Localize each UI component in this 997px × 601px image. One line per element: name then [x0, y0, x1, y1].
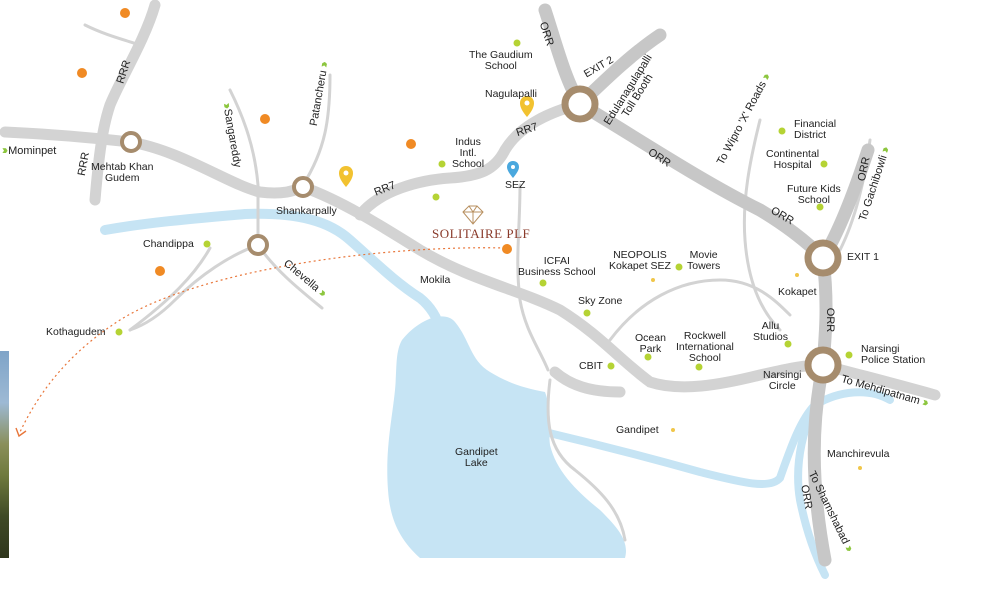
- road-rr7: [354, 98, 586, 221]
- road-chandippa-west: [128, 243, 260, 332]
- road-rrr: [89, 0, 161, 206]
- orange-dot: [406, 139, 416, 149]
- green-dot: [115, 328, 123, 336]
- chevron-icon: ›››: [2, 143, 8, 157]
- orr-main: [573, 97, 830, 265]
- place-kothagudem: Kothagudem: [46, 326, 106, 338]
- road-wipro: [742, 118, 782, 332]
- junction-exit1: [804, 239, 842, 277]
- orange-dot: [155, 266, 165, 276]
- road-top-left: [83, 23, 142, 47]
- place-icfai: ICFAI Business School: [518, 255, 596, 278]
- orange-dot: [77, 68, 87, 78]
- junction-chandippa: [247, 234, 269, 256]
- place-mokila: Mokila: [420, 274, 451, 286]
- green-dot: [513, 39, 521, 47]
- place-movie: Movie Towers: [687, 249, 721, 272]
- green-dot: [778, 127, 786, 135]
- route-dashed-line: [19, 247, 506, 433]
- green-dot: [539, 279, 547, 287]
- place-shankarpally: Shankarpally: [276, 205, 337, 217]
- photo-strip: [0, 351, 9, 558]
- green-dot: [432, 193, 440, 201]
- green-dot: [607, 362, 615, 370]
- route-arrow: [15, 427, 27, 438]
- place-gandipet-lake: Gandipet Lake: [455, 446, 498, 469]
- exit-1-label: EXIT 1: [847, 251, 879, 263]
- green-dot: [695, 363, 703, 371]
- place-kokapet: Kokapet: [778, 286, 817, 298]
- green-dot: [644, 353, 652, 361]
- place-sez: SEZ: [505, 179, 526, 191]
- place-mehtab: Mehtab Khan Gudem: [91, 161, 154, 184]
- road-kothagudem: [128, 246, 212, 332]
- place-manchirevula: Manchirevula: [827, 448, 890, 460]
- pin-yellow-icon: [339, 166, 353, 187]
- place-rockwell: Rockwell International School: [676, 330, 734, 364]
- place-cbit: CBIT: [579, 360, 603, 372]
- place-gandipet: Gandipet: [616, 424, 659, 436]
- place-future-kids: Future Kids School: [787, 183, 841, 206]
- place-indus: Indus Intl. School: [452, 136, 485, 170]
- place-continental: Continental Hospital: [766, 148, 820, 171]
- green-dot: [438, 160, 446, 168]
- road-patancheru: [301, 73, 332, 187]
- yellow-dot: [858, 466, 862, 470]
- junction-narsingi: [804, 346, 842, 384]
- direction-mominpet: ››› Mominpet: [2, 143, 57, 157]
- place-gaudium: The Gaudium School: [469, 49, 533, 72]
- place-financial: Financial District: [794, 118, 837, 141]
- place-allu: Allu Studios: [753, 320, 789, 343]
- green-dot: [675, 263, 683, 271]
- road-label-orr-south: ORR: [824, 307, 837, 333]
- green-dot: [816, 203, 824, 211]
- road-shankarpally-cbit: [297, 181, 829, 393]
- yellow-dot: [671, 428, 675, 432]
- place-narsingi-police: Narsingi Police Station: [861, 343, 926, 366]
- river-east: [541, 388, 894, 488]
- road-mominpet: [0, 126, 309, 199]
- gandipet-lake: [387, 316, 626, 558]
- place-chandippa: Chandippa: [143, 238, 194, 250]
- orange-dot: [120, 8, 130, 18]
- yellow-dot: [651, 278, 655, 282]
- place-neopolis: NEOPOLIS Kokapet SEZ: [609, 249, 671, 272]
- place-nagulapalli: Nagulapalli: [485, 88, 537, 100]
- junction-shankarpally: [292, 176, 314, 198]
- green-dot: [203, 240, 211, 248]
- pin-nagulapalli-icon: [520, 96, 534, 117]
- road-gandipet-loop: [546, 378, 627, 542]
- road-sangareddy: [228, 88, 260, 247]
- pin-sez-icon: [507, 161, 519, 178]
- road-cbit-south: [549, 366, 626, 398]
- road-neopolis: [608, 278, 792, 342]
- brand-name: SOLITAIRE PLF: [432, 226, 531, 241]
- place-skyzone: Sky Zone: [578, 295, 623, 307]
- green-dot: [583, 309, 591, 317]
- junction-mehtab: [120, 131, 142, 153]
- road-icfai: [516, 183, 550, 372]
- orange-dot: [260, 114, 270, 124]
- river-south: [794, 406, 829, 579]
- orange-dot-solitaire: [502, 244, 512, 254]
- green-dot: [820, 160, 828, 168]
- orr-shamshabad: [807, 358, 832, 567]
- junction-exit2: [561, 85, 599, 123]
- green-dot: [845, 351, 853, 359]
- place-ocean: Ocean Park: [635, 332, 666, 355]
- river-west: [100, 208, 445, 335]
- solitaire-logo-icon: [462, 205, 484, 225]
- yellow-dot: [795, 273, 799, 277]
- green-dot: [784, 340, 792, 348]
- place-narsingi-circle: Narsingi Circle: [763, 369, 802, 392]
